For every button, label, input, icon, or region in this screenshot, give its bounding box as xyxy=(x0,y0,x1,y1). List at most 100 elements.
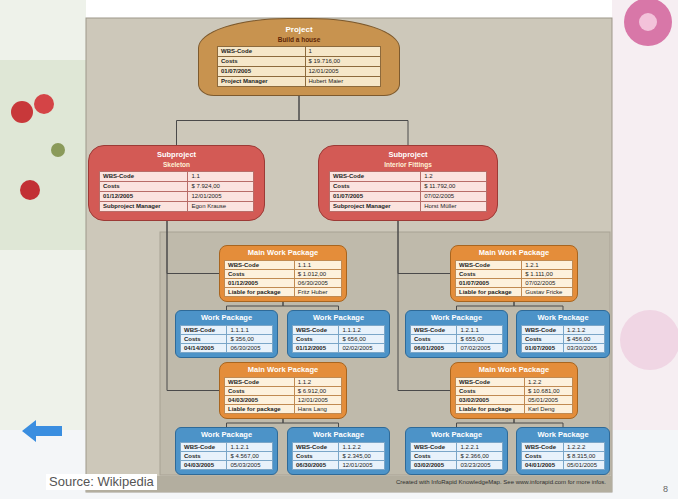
node-header: Work Package xyxy=(180,429,273,442)
table-value: 05/01/2005 xyxy=(564,461,604,469)
table-key: Project Manager xyxy=(218,77,305,86)
table-key: 03/02/2005 xyxy=(456,396,524,404)
data-table: WBS-Code1Costs$ 19.716,0001/07/200512/01… xyxy=(217,46,381,87)
table-value: $ 8.315,00 xyxy=(564,452,604,460)
table-key: WBS-Code xyxy=(293,443,338,451)
tree-connector xyxy=(167,221,219,391)
table-key: 06/30/2005 xyxy=(293,461,338,469)
berry xyxy=(11,101,33,123)
node-heading: Main Work Package xyxy=(224,248,342,258)
table-key: Costs xyxy=(456,387,524,395)
main-work-package-box: Main Work PackageWBS-Code1.2.1Costs$ 1.1… xyxy=(450,245,578,302)
data-table: WBS-Code1.2.2.2Costs$ 8.315,0004/01/2005… xyxy=(521,442,605,470)
diagram-panel xyxy=(86,18,612,492)
data-table: WBS-Code1.1.1.1Costs$ 356,0004/14/200506… xyxy=(180,325,273,353)
table-key: Costs xyxy=(330,182,420,191)
table-value: 12/01/2005 xyxy=(295,396,341,404)
work-package-box: Work PackageWBS-Code1.1.2.2Costs$ 2.345,… xyxy=(287,427,390,475)
table-value: 1.1.1.1 xyxy=(227,326,272,334)
node-subtitle: Skeleton xyxy=(99,160,254,169)
back-arrow xyxy=(22,420,62,442)
table-value: Horst Müller xyxy=(421,202,486,211)
table-value: 1 xyxy=(306,47,381,56)
node-header: SubprojectSkeleton xyxy=(99,149,254,171)
table-value: Egon Krause xyxy=(188,202,253,211)
table-value: 12/01/2005 xyxy=(339,461,384,469)
node-header: Work Package xyxy=(521,429,605,442)
table-value: $ 11.792,00 xyxy=(421,182,486,191)
work-package-box: Work PackageWBS-Code1.2.2.1Costs$ 2.366,… xyxy=(405,427,508,475)
table-value: $ 10.681,00 xyxy=(525,387,572,395)
table-value: 1.2.1 xyxy=(522,261,572,269)
table-value: $ 1.012,00 xyxy=(295,270,341,278)
table-key: WBS-Code xyxy=(330,172,420,181)
table-key: 03/02/2005 xyxy=(411,461,456,469)
node-header: Work Package xyxy=(292,429,385,442)
berry xyxy=(34,94,54,114)
table-key: WBS-Code xyxy=(181,326,226,334)
table-value: Hubert Maier xyxy=(306,77,381,86)
table-key: 01/12/2005 xyxy=(293,344,338,352)
table-value: $ 6.912,00 xyxy=(295,387,341,395)
node-heading: Work Package xyxy=(410,430,503,440)
table-key: WBS-Code xyxy=(522,443,563,451)
work-package-box: Work PackageWBS-Code1.1.1.2Costs$ 656,00… xyxy=(287,310,390,358)
node-heading: Main Work Package xyxy=(224,365,342,375)
table-value: 05/01/2005 xyxy=(525,396,572,404)
table-key: WBS-Code xyxy=(293,326,338,334)
table-value: 03/23/2005 xyxy=(457,461,502,469)
table-key: Costs xyxy=(225,387,294,395)
data-table: WBS-Code1.2Costs$ 11.792,0001/07/200507/… xyxy=(329,171,487,212)
node-heading: Work Package xyxy=(410,313,503,323)
work-package-box: Work PackageWBS-Code1.2.2.2Costs$ 8.315,… xyxy=(516,427,610,475)
table-key: 06/01/2005 xyxy=(411,344,456,352)
berry xyxy=(20,180,40,200)
project-box: ProjectBuild a houseWBS-Code1Costs$ 19.7… xyxy=(198,18,400,96)
faint-flower xyxy=(620,310,678,370)
tree-connector xyxy=(167,221,219,274)
node-header: Work Package xyxy=(180,312,273,325)
tree-connector xyxy=(283,302,339,310)
data-table: WBS-Code1.1Costs$ 7.924,0001/12/200512/0… xyxy=(99,171,254,212)
table-value: 03/30/2005 xyxy=(564,344,604,352)
table-value: $ 2.345,00 xyxy=(339,452,384,460)
data-table: WBS-Code1.1.1.2Costs$ 656,0001/12/200502… xyxy=(292,325,385,353)
table-key: Liable for package xyxy=(456,288,521,296)
tree-connector xyxy=(283,419,339,427)
data-table: WBS-Code1.2.2Costs$ 10.681,0003/02/20050… xyxy=(455,377,573,414)
flower-center xyxy=(639,13,657,31)
table-value: $ 4.567,00 xyxy=(227,452,272,460)
work-package-box: Work PackageWBS-Code1.2.1.2Costs$ 456,00… xyxy=(516,310,610,358)
table-key: WBS-Code xyxy=(411,443,456,451)
table-key: Costs xyxy=(181,335,226,343)
tree-connector xyxy=(227,419,284,427)
page-number: 8 xyxy=(663,484,668,495)
node-subtitle: Interior Fittings xyxy=(329,160,487,169)
table-key: WBS-Code xyxy=(522,326,563,334)
node-heading: Work Package xyxy=(180,313,273,323)
table-value: $ 2.366,00 xyxy=(457,452,502,460)
table-value: 1.1.2 xyxy=(295,378,341,386)
table-value: $ 656,00 xyxy=(339,335,384,343)
table-value: 1.1.2.2 xyxy=(339,443,384,451)
tree-connector xyxy=(514,302,563,310)
table-key: Costs xyxy=(218,57,305,66)
tree-connector xyxy=(398,221,450,391)
subproject-box: SubprojectInterior FittingsWBS-Code1.2Co… xyxy=(318,145,498,221)
table-key: 01/07/2005 xyxy=(330,192,420,201)
node-header: Work Package xyxy=(410,429,503,442)
table-key: 01/07/2005 xyxy=(456,279,521,287)
table-key: Liable for package xyxy=(225,288,294,296)
table-value: 02/02/2005 xyxy=(339,344,384,352)
table-key: WBS-Code xyxy=(225,378,294,386)
table-value: 1.2.2.1 xyxy=(457,443,502,451)
table-key: WBS-Code xyxy=(411,326,456,334)
table-key: WBS-Code xyxy=(456,378,524,386)
tree-connector xyxy=(177,96,300,145)
node-header: ProjectBuild a house xyxy=(217,24,381,46)
table-value: $ 356,00 xyxy=(227,335,272,343)
table-key: Costs xyxy=(456,270,521,278)
table-key: Costs xyxy=(293,335,338,343)
credit-note: Created with InfoRapid KnowledgeMap. See… xyxy=(396,479,606,486)
node-heading: Main Work Package xyxy=(455,365,573,375)
